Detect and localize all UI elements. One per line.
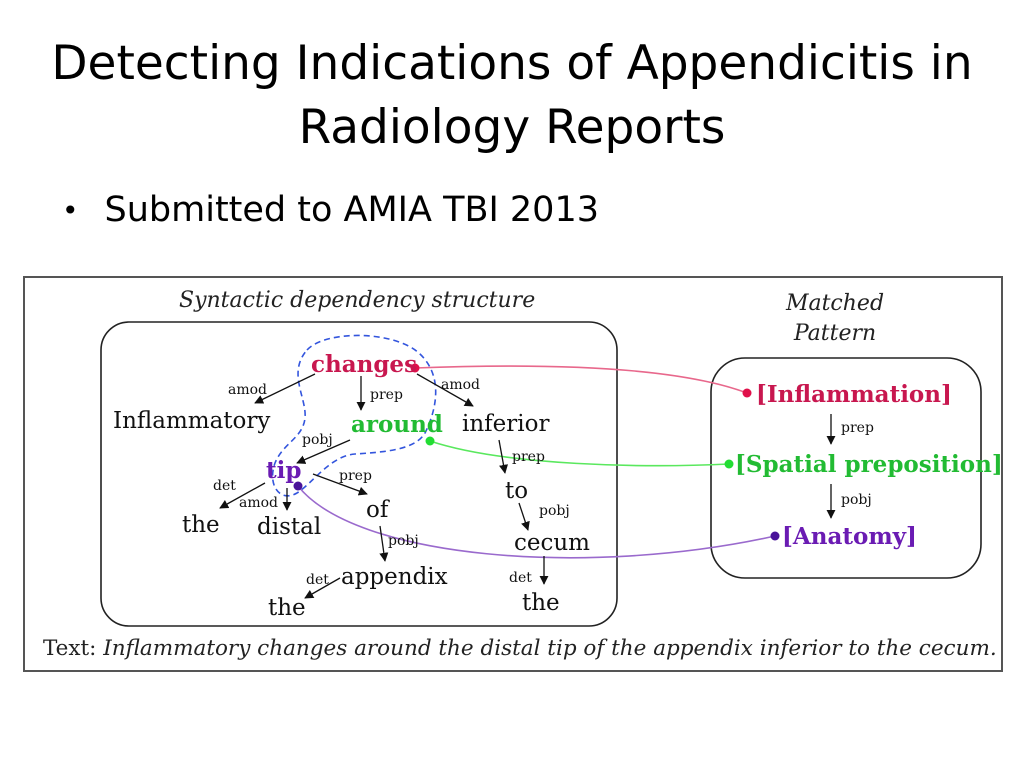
pattern-panel-title-1: Matched [785, 291, 884, 316]
node-the: the [522, 590, 560, 616]
figure-caption: Text: Inflammatory changes around the di… [43, 636, 997, 661]
edge-inferior-to [498, 439, 509, 474]
bullet-icon: • [62, 193, 79, 227]
match-line-inflammation [414, 365, 748, 394]
match-dot-spatial [724, 459, 734, 469]
node-tip: tip [266, 457, 301, 484]
edge-label-prep: prep [512, 449, 545, 465]
node-distal: distal [257, 514, 321, 540]
node-of: of [366, 497, 390, 523]
caption-text: Inflammatory changes around the distal t… [103, 636, 997, 661]
bullet-item: • Submitted to AMIA TBI 2013 [62, 190, 599, 230]
bullet-text: Submitted to AMIA TBI 2013 [104, 190, 599, 230]
edge-label-det: det [509, 570, 532, 586]
slide-title: Detecting Indications of Appendicitis in… [51, 36, 973, 155]
edge-tip-the [219, 482, 266, 509]
match-dot-inflammation [742, 388, 752, 398]
edge-label-prep: prep [370, 387, 403, 403]
dependency-figure: Syntactic dependency structure Matched P… [23, 276, 1003, 672]
edge-label-pobj: pobj [388, 533, 419, 549]
pattern-node-spatial-preposition: [Spatial preposition] [735, 451, 1001, 478]
node-appendix: appendix [341, 564, 448, 590]
edge-label-det: det [306, 572, 329, 588]
match-dot-around [425, 436, 435, 446]
pattern-edge-label-prep: prep [841, 420, 874, 436]
node-inferior: inferior [462, 411, 550, 437]
edge-around-tip [296, 439, 351, 464]
caption-label: Text: [43, 636, 97, 661]
pattern-edge-label-pobj: pobj [841, 492, 872, 508]
pattern-panel-box [710, 357, 982, 579]
edge-label-amod: amod [239, 495, 278, 511]
node-changes: changes [311, 351, 417, 378]
pattern-node-inflammation: [Inflammation] [756, 381, 952, 408]
edge-appendix-the [304, 577, 341, 599]
edge-label-pobj: pobj [539, 503, 570, 519]
edge-label-pobj: pobj [302, 432, 333, 448]
pattern-panel-title-2: Pattern [793, 321, 876, 346]
match-line-anatomy [297, 485, 776, 559]
match-dot-anatomy [770, 531, 780, 541]
edge-of-appendix [379, 525, 389, 562]
edge-changes-inferior [416, 373, 474, 407]
syntax-panel-box [100, 321, 618, 627]
syntax-panel-title: Syntactic dependency structure [179, 288, 535, 313]
edge-label-prep: prep [339, 468, 372, 484]
edge-label-amod: amod [228, 382, 267, 398]
edge-label-det: det [213, 478, 236, 494]
node-cecum: cecum [514, 530, 590, 556]
diagram-canvas: Syntactic dependency structure Matched P… [100, 288, 1001, 627]
pattern-node-anatomy: [Anatomy] [782, 523, 917, 550]
matched-subgraph-outline [271, 334, 437, 497]
edge-label-amod: amod [441, 377, 480, 393]
edge-to-cecum [518, 502, 530, 531]
node-the: the [182, 512, 220, 538]
match-line-spatial [429, 440, 730, 467]
node-around: around [351, 411, 443, 438]
node-the: the [268, 595, 306, 621]
node-to: to [505, 478, 528, 504]
edge-tip-of [312, 473, 368, 496]
match-dot-tip [293, 481, 303, 491]
edge-changes-inflammatory [254, 373, 316, 404]
match-dot-changes [410, 363, 420, 373]
node-inflammatory: Inflammatory [113, 408, 270, 434]
